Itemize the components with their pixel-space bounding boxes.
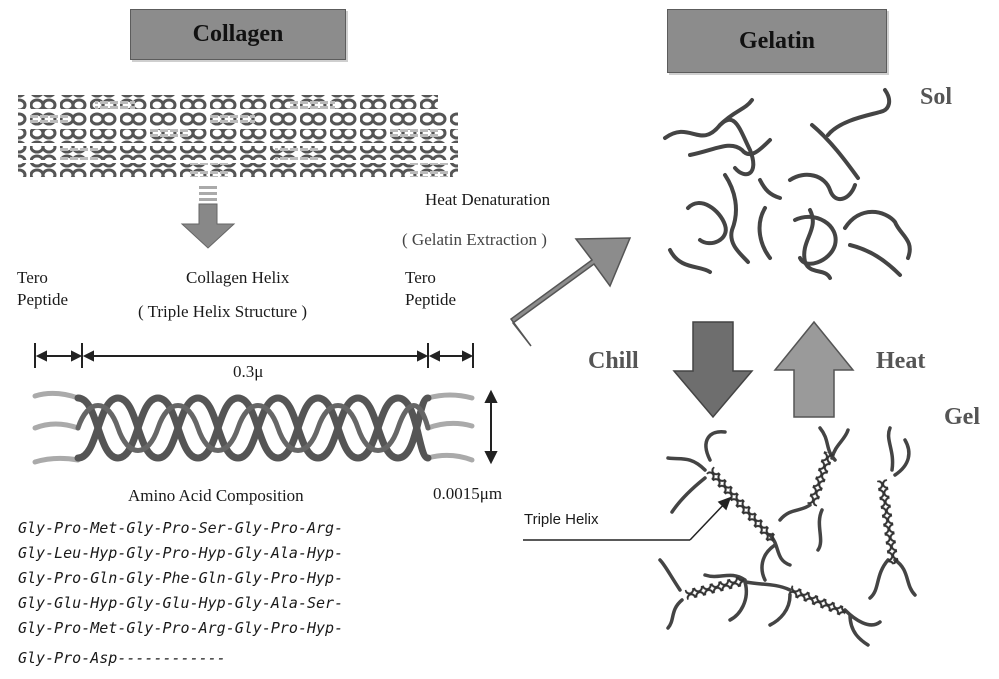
tero-peptide-right-line1: Tero [405,268,436,287]
heat-denaturation-arrow-icon [509,237,632,347]
dimension-lines [34,343,498,465]
chill-arrow-icon [672,321,754,419]
tero-peptide-left-line2: Peptide [17,290,68,309]
gel-label: Gel [944,404,980,430]
collagen-helix-label: Collagen Helix [186,268,290,287]
gelatin-title-box: Gelatin [667,9,887,73]
gelatin-extraction-label: ( Gelatin Extraction ) [402,230,547,249]
amino-acid-composition-label: Amino Acid Composition [128,486,304,505]
down-arrow-icon [180,186,236,249]
length-label: 0.3μ [233,362,264,381]
triple-helix-structure-label: ( Triple Helix Structure ) [138,302,308,321]
chill-label: Chill [588,348,639,374]
sequence-line-5: Gly-Pro-Met-Gly-Pro-Arg-Gly-Pro-Hyp- [18,619,344,637]
sequence-line-3: Gly-Pro-Gln-Gly-Phe-Gln-Gly-Pro-Hyp- [18,569,344,587]
sequence-line-6: Gly-Pro-Asp------------ [18,649,226,667]
triple-helix-label: Triple Helix [524,511,599,528]
width-label: 0.0015μm [433,484,503,503]
sequence-line-2: Gly-Leu-Hyp-Gly-Pro-Hyp-Gly-Ala-Hyp- [18,544,344,562]
sequence-line-1: Gly-Pro-Met-Gly-Pro-Ser-Gly-Pro-Arg- [18,519,344,537]
heat-arrow-icon [773,320,855,418]
collagen-title-box: Collagen [130,9,346,60]
heat-label: Heat [876,348,926,374]
tero-peptide-right-line2: Peptide [405,290,456,309]
collagen-fibril-bundle [18,95,458,177]
gel-network [658,426,917,647]
tero-peptide-left-line1: Tero [17,268,48,287]
sequence-line-4: Gly-Glu-Hyp-Gly-Glu-Hyp-Gly-Ala-Ser- [18,594,344,612]
sol-random-coils [663,88,912,280]
triple-helix-pointer [523,496,732,541]
sol-label: Sol [920,84,953,110]
gelatin-title: Gelatin [739,27,815,54]
heat-denaturation-label: Heat Denaturation [425,190,551,209]
collagen-triple-helix [32,390,475,465]
collagen-title: Collagen [192,21,284,47]
